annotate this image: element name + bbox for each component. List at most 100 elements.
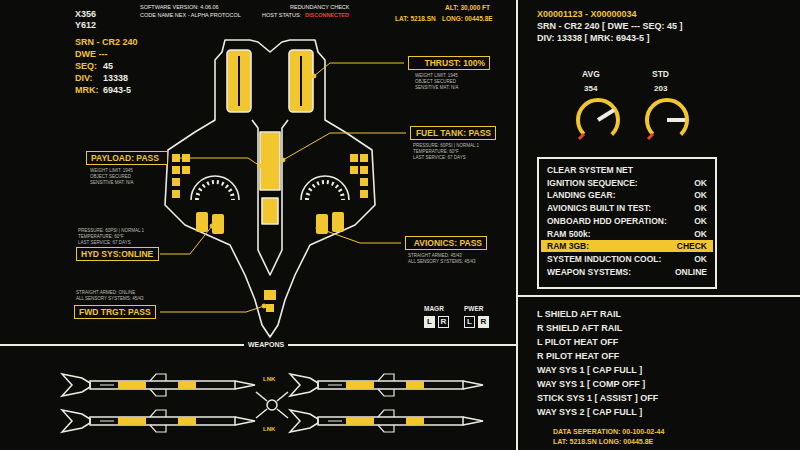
label-text: AVG — [582, 70, 600, 79]
hud-stroke — [182, 166, 190, 174]
hud-stroke — [289, 50, 313, 112]
label-text: WAY SYS 1 [ CAP FULL ] — [537, 366, 642, 375]
hud-stroke — [307, 182, 343, 200]
label-text: SRN - CR2 240 — [75, 38, 138, 47]
leader-lines — [160, 63, 406, 312]
box-text: PAYLOAD: PASS — [91, 154, 159, 163]
label-text: DATA SEPERATION: 00-100-02-44 — [553, 428, 664, 435]
hud-stroke — [196, 212, 208, 232]
label-text: WEAPONS — [244, 341, 288, 348]
gauges — [570, 92, 696, 149]
box-text: L — [427, 318, 432, 326]
label-text: 6943-5 — [103, 86, 131, 95]
box-text: L — [467, 318, 472, 326]
label-text: 13338 — [103, 74, 128, 83]
label-text: SENSITIVE MAT: N/A — [415, 86, 458, 91]
label-text: 45 — [103, 62, 113, 71]
hud-stroke — [262, 304, 266, 308]
hud-stroke — [314, 63, 404, 76]
box-text: R — [441, 318, 447, 326]
label-text: 354 — [584, 85, 597, 93]
hud-stroke — [191, 176, 239, 200]
label-text: DIV: — [75, 74, 93, 83]
label-text: L SHIELD AFT RAIL — [537, 310, 621, 319]
label-text: REDUNDANCY CHECK — [290, 5, 350, 11]
toggle-box: L — [464, 316, 475, 328]
label-text: Y612 — [75, 21, 96, 30]
box-text: FWD TRGT: PASS — [79, 308, 151, 317]
label-text: TEMPERATURE: 60°F — [78, 235, 124, 240]
label-text: STD — [652, 70, 669, 79]
hud-stroke — [264, 290, 276, 300]
hud-stroke — [197, 182, 233, 200]
label-text: STRAIGHT ARMED: ONLINE — [76, 291, 135, 296]
callout-box: FWD TRGT: PASS — [74, 305, 156, 319]
box-text: FUEL TANK: PASS — [416, 129, 491, 138]
label-text: WEIGHT LIMIT: 1945 — [90, 169, 133, 174]
hud-stroke — [165, 40, 375, 337]
box-text: RAM 500k: — [547, 230, 590, 239]
label-text: 203 — [654, 85, 667, 93]
box-text: R — [481, 318, 487, 326]
aircraft — [165, 40, 375, 337]
box-text: HYD SYS:ONLINE — [81, 250, 153, 259]
hud-stroke — [252, 120, 288, 275]
hud-stroke — [267, 400, 277, 410]
label-text: DIV: 13338 [ MRK: 6943-5 ] — [537, 34, 650, 43]
label-text: WAY SYS 2 [ CAP FULL ] — [537, 408, 642, 417]
hud-stroke — [290, 374, 483, 396]
hud-stroke — [212, 214, 224, 234]
hud-stroke — [350, 154, 358, 162]
hud-stroke — [262, 198, 278, 224]
hud-stroke — [318, 228, 401, 243]
hud-stroke — [290, 410, 483, 432]
box-text: IGNITION SEQUENCE: — [547, 179, 638, 188]
callout-box: HYD SYS:ONLINE — [76, 247, 159, 261]
hud-stroke — [648, 134, 653, 139]
box-text: OK — [694, 230, 707, 239]
callout-box: AVIONICS: PASS — [405, 236, 487, 250]
label-text: ALL SENSORY SYSTEMS: 45/43 — [408, 260, 475, 265]
toggle-box: L — [424, 316, 435, 328]
hud-stroke — [238, 56, 240, 106]
hud-stroke — [172, 154, 368, 312]
highlight-row: RAM 3GB:CHECK — [541, 240, 713, 252]
box-text: AVIONICS BUILT IN TEST: — [547, 204, 651, 213]
label-text: MRK: — [75, 86, 99, 95]
box-text: CLEAR SYSTEM NET — [547, 166, 633, 175]
hud-stroke — [360, 178, 368, 186]
hud-stroke — [227, 50, 251, 112]
hud-stroke — [260, 132, 280, 190]
hud-stroke — [639, 92, 696, 149]
hud-stroke — [517, 295, 800, 297]
callout-box: THRUST: 100% — [408, 56, 490, 70]
label-text: DISCONNECTED — [305, 13, 349, 19]
label-text: PRESSURE: 60PSI | NORMAL 1 — [78, 229, 144, 234]
hud-stroke — [258, 164, 262, 168]
hud-stroke — [281, 158, 285, 162]
label-text: DWE --- — [75, 50, 108, 59]
label-text: LAST SERVICE: 67 DAYS — [78, 241, 131, 246]
status-panel: CLEAR SYSTEM NETIGNITION SEQUENCE:OKLAND… — [537, 157, 717, 289]
label-text: LNK — [263, 426, 275, 432]
label-text: X00001123 - X00000034 — [537, 10, 637, 19]
hud-stroke — [160, 226, 212, 254]
label-text: HOST STATUS: — [262, 13, 301, 19]
label-text: SOFTWARE VERSION: 4.06.06 — [140, 5, 219, 11]
hud-stroke — [256, 409, 267, 418]
hud-stroke — [283, 133, 406, 160]
callout-box: PAYLOAD: PASS — [86, 151, 168, 165]
label-text: PWER — [464, 306, 484, 313]
hud-stroke — [360, 190, 368, 198]
hud-stroke — [332, 212, 344, 232]
label-text: WEIGHT LIMIT: 1945 — [415, 74, 458, 79]
hud-stroke — [62, 374, 255, 396]
label-text: MAGR — [424, 306, 444, 313]
label-text: OBJECT SECURED — [90, 175, 131, 180]
hud-stroke — [300, 56, 302, 106]
box-text: OK — [694, 191, 707, 200]
label-text: WAY SYS 1 [ COMP OFF ] — [537, 380, 645, 389]
box-text: AVIONICS: PASS — [414, 239, 482, 248]
